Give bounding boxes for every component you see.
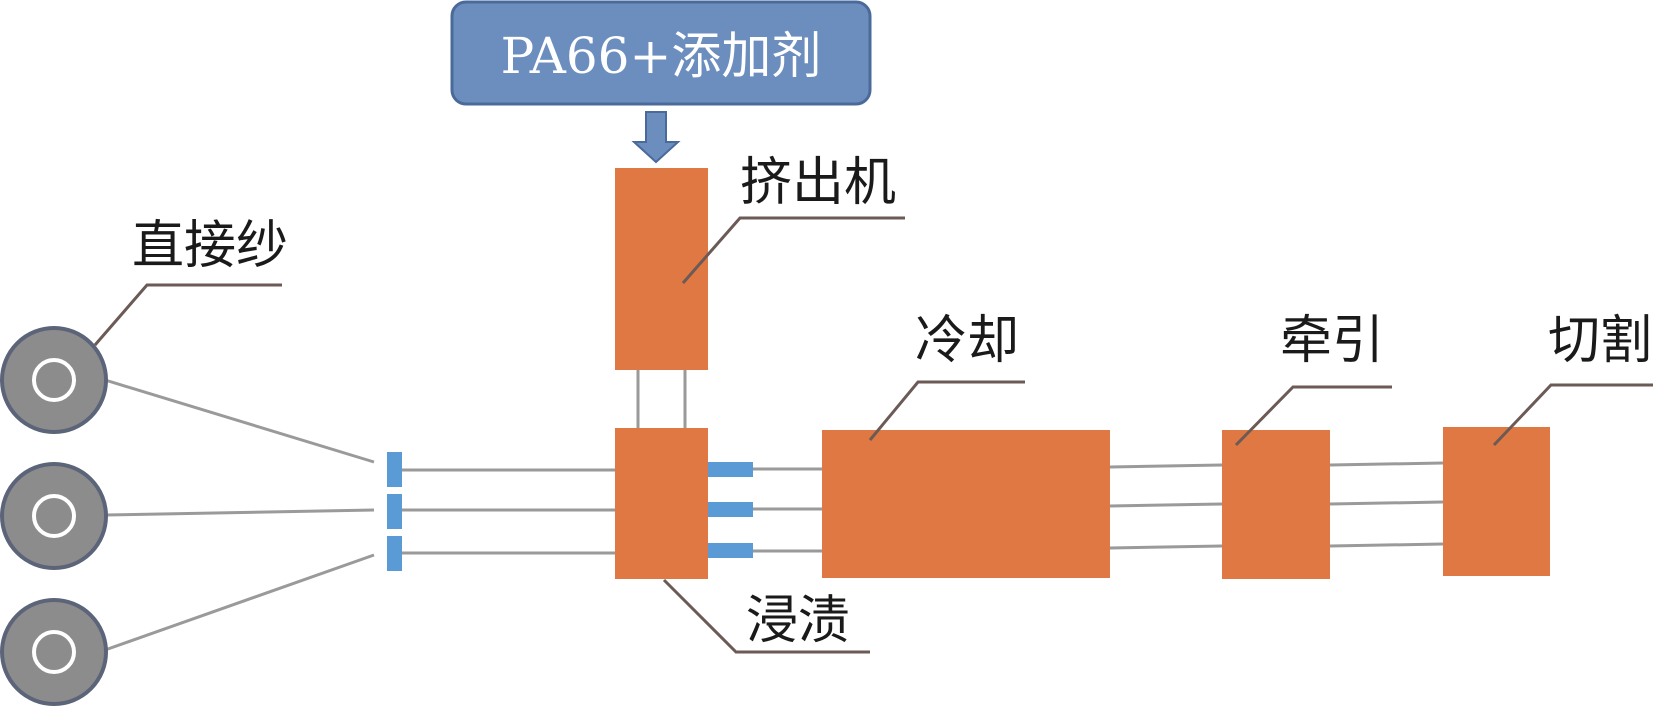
guide-to-impregnation-lines: [395, 468, 618, 555]
yarn-spools: [0, 326, 108, 706]
pulling-to-cutting-lines: [1329, 461, 1444, 548]
die-nozzle: [708, 462, 753, 477]
label-extruder: 挤出机: [740, 153, 896, 213]
spool-to-guide-lines: [104, 378, 375, 652]
leader-cutting: [1492, 383, 1653, 447]
label-pulling: 牵引: [1280, 311, 1384, 371]
input-feed: PA66+添加剂: [450, 0, 872, 106]
leader-pulling: [1234, 385, 1392, 447]
strand-4: [1109, 463, 1223, 469]
die-nozzles: [708, 462, 753, 558]
strand-9: [1329, 542, 1444, 548]
strand-5: [1109, 502, 1223, 508]
leader-cooling: [868, 380, 1025, 441]
fiber-line-middle: [104, 508, 375, 517]
leader-lines: [93, 216, 1653, 654]
yarn-spool-icon: [0, 462, 108, 570]
yarn-guide: [387, 494, 402, 529]
strand-8: [1329, 500, 1444, 506]
die-nozzle: [708, 502, 753, 517]
cooling-to-pulling-lines: [1109, 463, 1223, 550]
impregnation-box: [615, 428, 708, 579]
yarn-spool-icon: [0, 598, 108, 706]
cutting-box: [1443, 427, 1550, 576]
yarn-guide: [387, 452, 402, 487]
yarn-spool-icon: [0, 326, 108, 434]
label-impregnation: 浸渍: [746, 591, 850, 651]
input-feed-label: PA66+添加剂: [501, 27, 822, 85]
leader-impregnation: [662, 578, 870, 654]
leader-extruder: [681, 216, 905, 284]
extruder-box: [615, 168, 708, 370]
yarn-guides: [387, 452, 402, 571]
cooling-box: [822, 430, 1110, 578]
label-spools: 直接纱: [132, 216, 288, 276]
die-nozzle: [708, 543, 753, 558]
fiber-line-top: [104, 378, 375, 464]
input-feed-box: [450, 0, 872, 106]
strand-6: [1109, 544, 1223, 550]
leader-spools: [93, 283, 282, 346]
strand-7: [1329, 461, 1444, 467]
label-cooling: 冷却: [915, 311, 1019, 371]
fiber-line-bottom: [104, 553, 375, 652]
extruder-connectors: [636, 370, 687, 430]
pulling-box: [1222, 430, 1330, 579]
label-cutting: 切割: [1548, 311, 1652, 371]
yarn-guide: [387, 536, 402, 571]
arrow-down-icon: [631, 111, 681, 164]
